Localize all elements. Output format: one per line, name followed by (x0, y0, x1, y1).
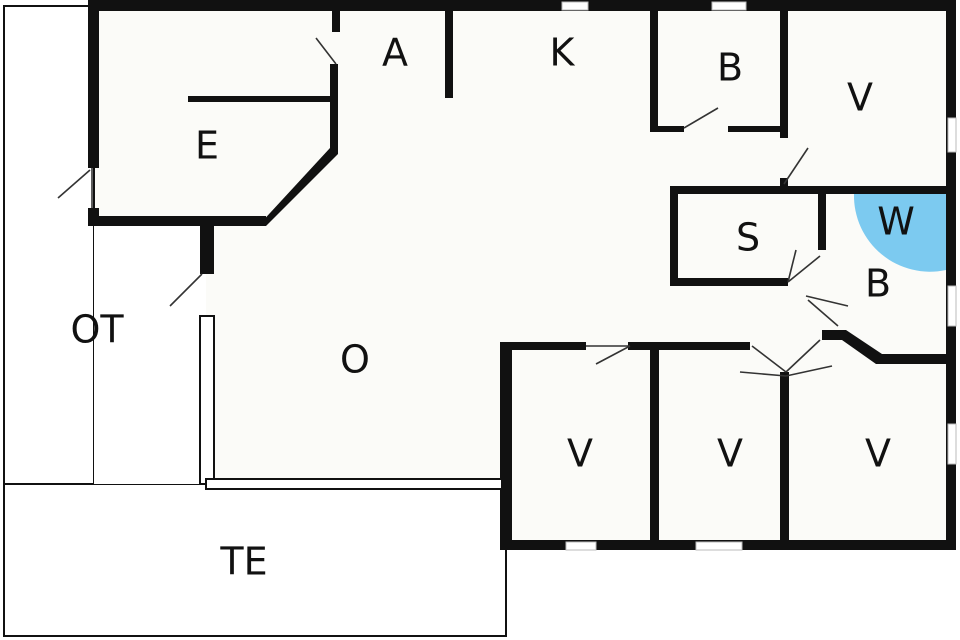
room-label-bath-top: B (717, 46, 743, 90)
windows (561, 1, 957, 551)
room-label-bedroom-1: V (567, 432, 593, 476)
room-label-sauna: S (736, 216, 760, 260)
room-label-bedroom-2: V (717, 432, 743, 476)
room-label-living: O (340, 338, 370, 382)
room-label-covered-terrace: OT (70, 308, 124, 352)
room-label-terrace: TE (219, 540, 267, 584)
room-label-bath-right: B (865, 262, 891, 306)
whirlpool-tub (853, 194, 946, 272)
indoor-floor (92, 6, 952, 548)
interior-walls (88, 10, 952, 548)
room-label-utility: E (195, 124, 219, 168)
room-label-whirlpool: W (877, 200, 915, 244)
room-label-entrance: A (382, 31, 408, 75)
covered-terrace-area (3, 5, 95, 485)
covered-terrace-floor (94, 220, 204, 484)
room-label-bedroom-3: V (865, 432, 891, 476)
room-labels: A K B V E S W B OT O V V V TE (70, 31, 914, 584)
terrace-area (3, 483, 507, 637)
room-label-kitchen: K (550, 31, 576, 75)
glazing (199, 315, 503, 490)
doors (57, 37, 849, 377)
room-label-bedroom-top-right: V (847, 76, 873, 120)
